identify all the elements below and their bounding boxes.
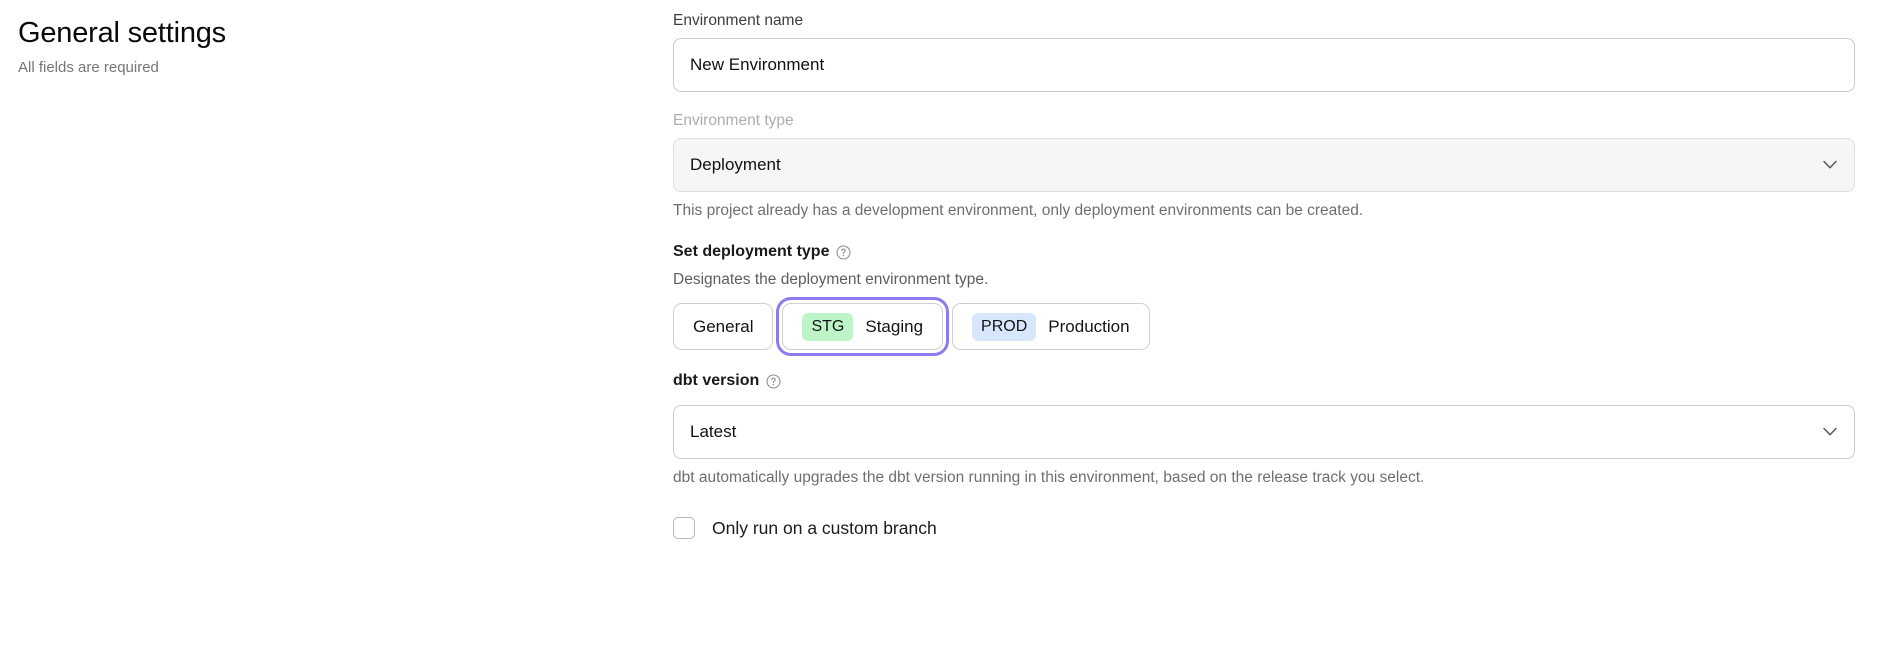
environment-name-input[interactable] [673, 38, 1855, 92]
production-badge: PROD [972, 312, 1037, 341]
dbt-version-select-wrap: Latest [673, 405, 1855, 459]
deployment-type-field: Set deployment type Designates the deplo… [673, 241, 1855, 356]
environment-type-value: Deployment [690, 155, 781, 174]
deployment-type-label-row: Set deployment type [673, 241, 851, 263]
dbt-version-label: dbt version [673, 372, 760, 389]
general-settings-form: Environment name Environment type Deploy… [673, 10, 1855, 539]
environment-type-select[interactable]: Deployment [673, 138, 1855, 192]
deployment-type-option-general-label: General [693, 316, 754, 336]
dbt-version-select[interactable]: Latest [673, 405, 1855, 459]
settings-header: General settings All fields are required [18, 14, 518, 79]
page-title: General settings [18, 17, 226, 49]
environment-type-helper: This project already has a development e… [673, 202, 1364, 219]
deployment-type-label: Set deployment type [673, 243, 830, 260]
environment-type-field: Environment type Deployment This project… [673, 110, 1855, 222]
deployment-type-option-production-label: Production [1048, 316, 1130, 336]
custom-branch-label: Only run on a custom branch [712, 517, 937, 538]
environment-name-field: Environment name [673, 10, 1855, 92]
help-circle-icon[interactable] [766, 374, 781, 389]
staging-badge: STG [802, 312, 854, 341]
dbt-version-label-row: dbt version [673, 370, 781, 392]
page-subtitle: All fields are required [18, 59, 159, 76]
custom-branch-checkbox[interactable] [673, 517, 695, 539]
environment-type-label: Environment type [673, 112, 794, 129]
deployment-type-option-production[interactable]: PROD Production [952, 303, 1150, 350]
dbt-version-field: dbt version Latest dbt automatically [673, 370, 1855, 489]
dbt-version-helper: dbt automatically upgrades the dbt versi… [673, 469, 1425, 486]
dbt-version-value: Latest [690, 422, 737, 441]
deployment-type-description: Designates the deployment environment ty… [673, 271, 989, 288]
deployment-type-option-staging-label: Staging [865, 316, 924, 336]
custom-branch-row: Only run on a custom branch [673, 517, 1855, 539]
environment-type-select-wrap: Deployment [673, 138, 1855, 192]
deployment-type-options: General STG Staging PROD Production [673, 297, 1855, 356]
deployment-type-option-general[interactable]: General [673, 303, 774, 350]
deployment-type-option-staging[interactable]: STG Staging [776, 297, 950, 356]
environment-name-label: Environment name [673, 12, 804, 29]
help-circle-icon[interactable] [836, 245, 851, 260]
